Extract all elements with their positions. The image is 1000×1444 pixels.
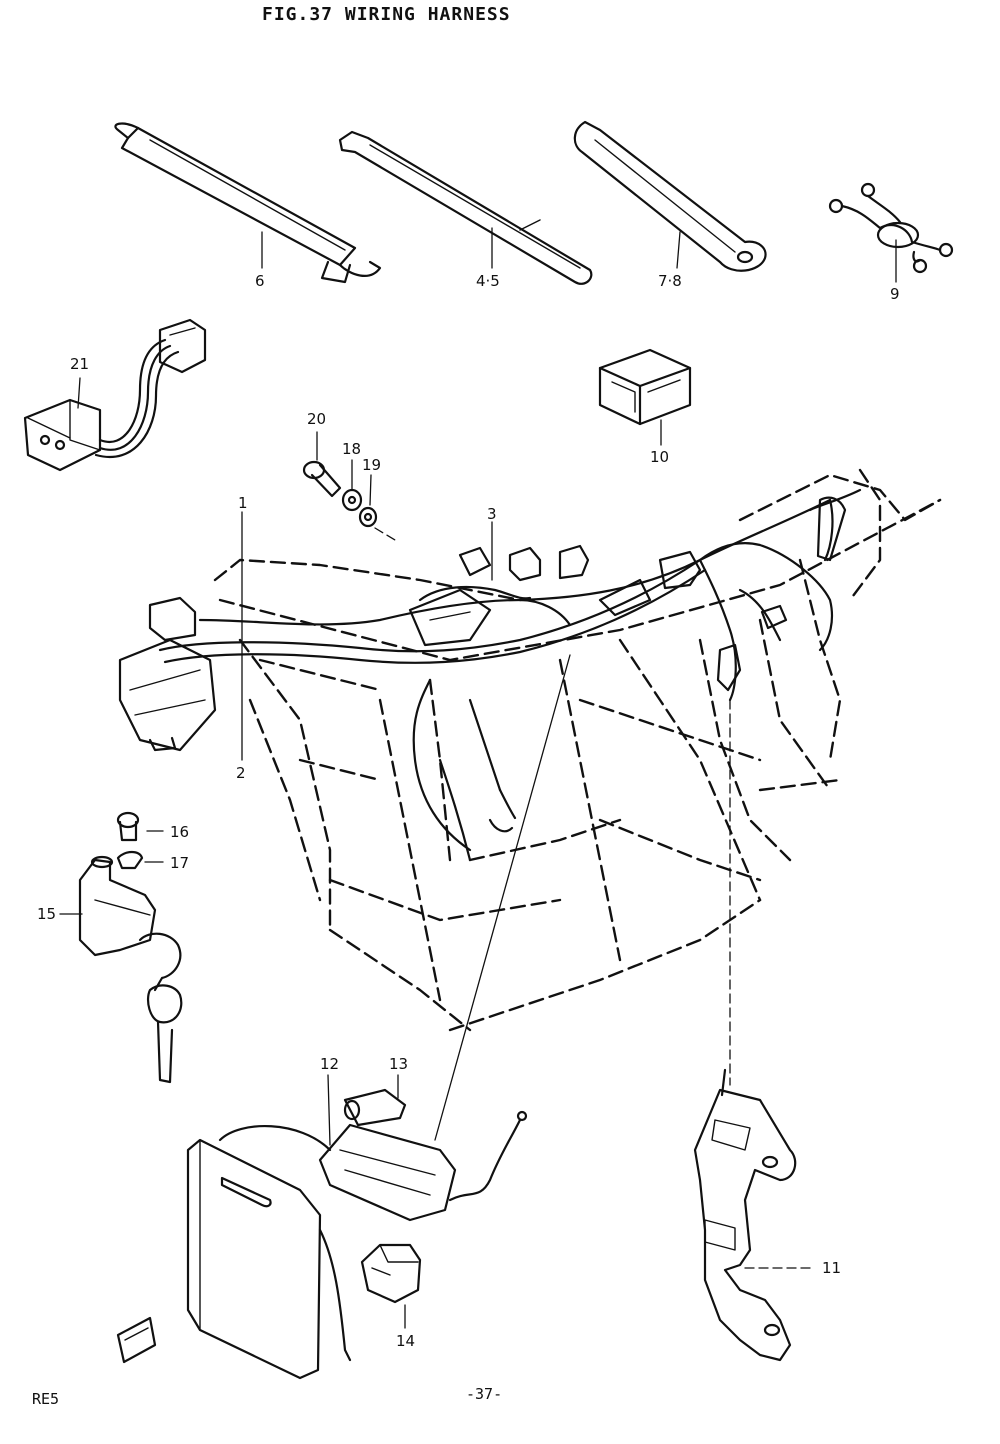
part-11-bracket — [693, 1068, 797, 1362]
callout-12: 12 — [320, 1055, 340, 1073]
battery-case — [116, 1138, 352, 1380]
callout-7-8: 7·8 — [658, 272, 682, 290]
callout-19: 19 — [362, 456, 382, 474]
figure-title: FIG.37 WIRING HARNESS — [262, 4, 511, 25]
part-7-8-strap — [573, 120, 767, 272]
page-number: -37- — [466, 1385, 503, 1403]
callout-15: 15 — [37, 905, 57, 923]
callout-13: 13 — [389, 1055, 409, 1073]
main-harness — [158, 488, 862, 862]
callout-18: 18 — [342, 440, 362, 458]
callout-20: 20 — [307, 410, 327, 428]
callout-10: 10 — [650, 448, 670, 466]
callout-2: 2 — [236, 764, 246, 782]
harness-connectors — [118, 496, 847, 833]
callout-16: 16 — [170, 823, 190, 841]
frame-outline — [213, 468, 942, 1032]
part-21-connector — [23, 318, 207, 472]
callout-14: 14 — [396, 1332, 416, 1350]
leader-lines — [59, 227, 897, 1329]
callout-4-5: 4·5 — [476, 272, 500, 290]
part-15-ignition-switch — [78, 811, 183, 1084]
model-code: RE5 — [32, 1390, 60, 1408]
callout-1: 1 — [238, 494, 248, 512]
parts-18-19-20-fasteners — [302, 460, 378, 528]
part-12-13-fuse-box — [218, 1088, 528, 1222]
part-6-strap — [114, 122, 382, 284]
callout-6: 6 — [255, 272, 265, 290]
part-4-5-band — [338, 130, 593, 285]
part-9-clamp — [828, 182, 954, 274]
callout-21: 21 — [70, 355, 90, 373]
callout-11: 11 — [822, 1259, 842, 1277]
part-10-coupler — [598, 348, 692, 426]
callout-17: 17 — [170, 854, 190, 872]
callout-9: 9 — [890, 285, 900, 303]
callout-3: 3 — [487, 505, 497, 523]
part-14-relay — [360, 1243, 422, 1304]
